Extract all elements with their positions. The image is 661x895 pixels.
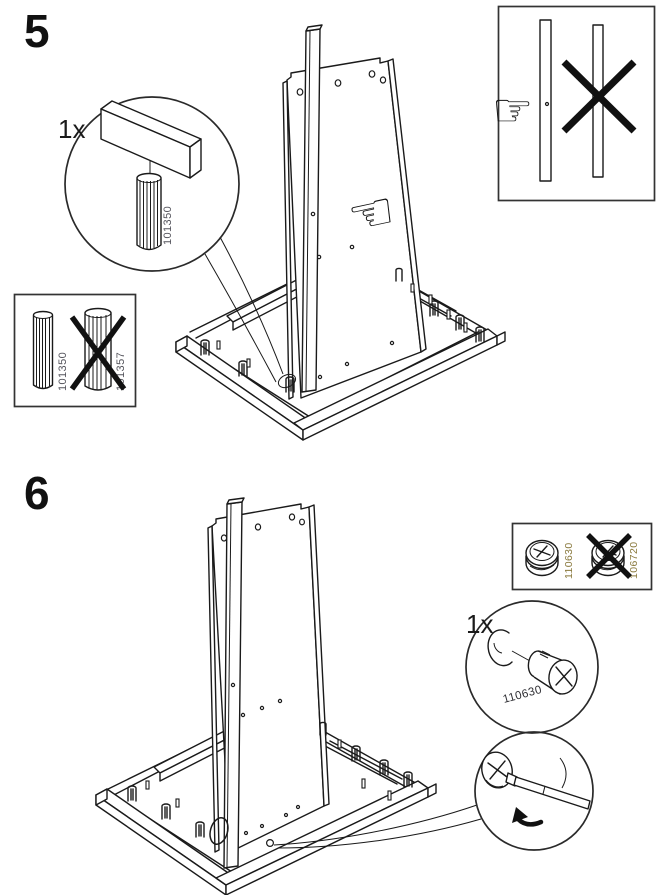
cam-lock-face-icon (481, 751, 513, 789)
pointing-hand-right-icon: ☞ (492, 84, 533, 136)
side-panel-assembly (207, 497, 330, 869)
dowel-icon (136, 172, 162, 251)
panel-edge-strip (282, 80, 294, 400)
panel-selection-box: ☞ (492, 5, 656, 202)
hole-drawing (487, 629, 513, 667)
panel-edge-strip (207, 525, 220, 853)
correct-part-number: 101350 (57, 352, 69, 391)
cable-hole (209, 817, 229, 845)
screwdriver-icon (505, 772, 591, 810)
part-number-label: 101350 (162, 206, 174, 245)
quantity-label: 1x (58, 114, 85, 144)
part-number-label: 110630 (502, 684, 544, 706)
cam-lock-position (266, 839, 275, 848)
callout-leader-line (204, 236, 297, 389)
base-frame-front-rails (95, 780, 437, 895)
correct-panel-bar (539, 19, 552, 182)
side-panel-assembly (282, 24, 427, 400)
panel-corner-drawing (100, 100, 202, 179)
cross-icon (561, 59, 637, 134)
correct-part-number: 110630 (563, 542, 575, 579)
quantity-label: 1x (466, 609, 493, 639)
correct-dowel-icon (32, 310, 54, 390)
step-6-diagram: 110630 106720 1x (95, 497, 653, 895)
dowel-callout: 1x 101350 (58, 96, 240, 272)
back-panel (286, 57, 422, 399)
correct-cam-lock-icon (525, 539, 559, 577)
dowel-comparison-box: 101350 101357 (13, 293, 137, 408)
screwdriver-callout (474, 731, 594, 851)
cross-icon (69, 315, 127, 391)
frame-dowel-pegs (127, 721, 413, 848)
wrong-part-number: 106720 (628, 542, 640, 579)
divider-panel (301, 24, 323, 393)
base-frame-front-rails (175, 328, 506, 441)
step-6-number: 6 (24, 467, 50, 519)
cross-icon (586, 533, 632, 579)
step-5-number: 5 (24, 5, 50, 57)
cam-lock-3d-icon (527, 650, 578, 695)
cam-lock-comparison-box: 110630 106720 (511, 522, 653, 591)
divider-panel (223, 497, 245, 869)
step-5-diagram: ☜ 1x 101350 (13, 5, 656, 441)
callout-leader-line (273, 804, 482, 849)
rotation-arrow-icon (512, 807, 544, 827)
cam-lock-callout: 1x 110630 (465, 600, 599, 734)
frame-dowel-pegs (200, 267, 485, 393)
